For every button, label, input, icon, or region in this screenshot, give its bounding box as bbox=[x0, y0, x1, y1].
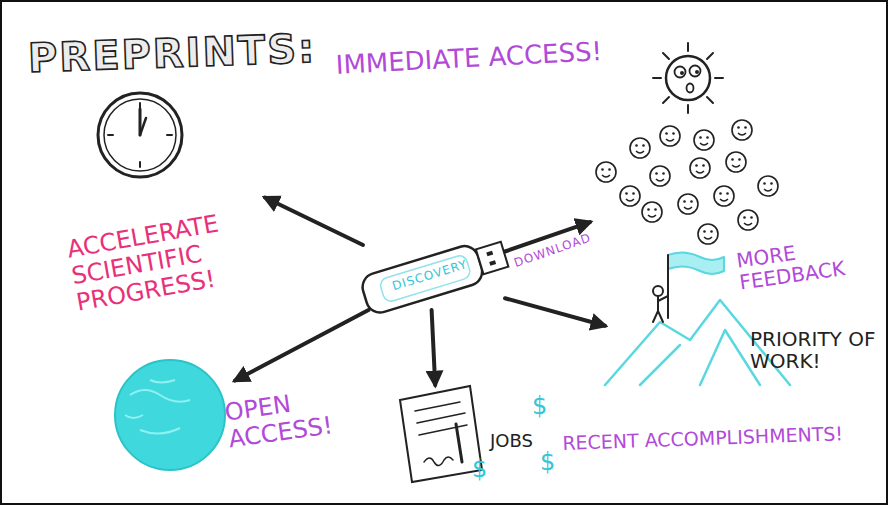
crowd-of-faces bbox=[596, 120, 778, 244]
sun-ray bbox=[653, 77, 661, 79]
figure-body bbox=[657, 296, 659, 311]
mountain-ridge bbox=[640, 345, 680, 385]
face bbox=[726, 152, 746, 172]
figure-leg bbox=[658, 311, 663, 322]
clock-hand bbox=[140, 118, 146, 135]
usb-plug bbox=[476, 242, 508, 274]
globe-node: OPEN ACCESS! bbox=[105, 360, 235, 470]
pen bbox=[456, 424, 462, 462]
sun-ray bbox=[663, 97, 669, 103]
signature bbox=[424, 457, 453, 466]
paper-line bbox=[415, 402, 460, 411]
clock-rim bbox=[98, 93, 182, 177]
clock-tick bbox=[167, 134, 172, 136]
arrow-connector bbox=[265, 198, 363, 246]
globe bbox=[115, 360, 225, 470]
face bbox=[758, 176, 778, 196]
dollar-sign: $ bbox=[472, 455, 487, 483]
benefit-text: MORE FEEDBACK bbox=[735, 233, 865, 295]
face bbox=[714, 186, 734, 206]
face bbox=[642, 202, 662, 222]
clock-tick bbox=[139, 162, 141, 167]
sun-ray bbox=[687, 43, 689, 51]
benefit-text: OPEN ACCESS! bbox=[223, 382, 359, 453]
benefit-text: ACCELERATE SCIENTIFIC PROGRESS! bbox=[65, 202, 276, 316]
face bbox=[630, 138, 650, 158]
usb-node: DISCOVERY bbox=[355, 245, 505, 310]
arrow-connector bbox=[505, 298, 605, 326]
face bbox=[620, 186, 640, 206]
sun-ray bbox=[707, 53, 713, 59]
contract-node: JOBS bbox=[390, 385, 485, 480]
figure-leg bbox=[653, 311, 658, 322]
sun-pupil bbox=[680, 71, 684, 75]
usb-pin bbox=[489, 260, 496, 266]
face bbox=[660, 126, 680, 146]
clock-face bbox=[104, 99, 176, 171]
arrow-connector bbox=[235, 310, 369, 381]
face bbox=[596, 162, 616, 182]
paper-sheet bbox=[400, 386, 482, 482]
sun-face bbox=[653, 43, 723, 113]
mountain-node: PRIORITY OF WORK! bbox=[605, 300, 745, 390]
flag bbox=[668, 252, 724, 274]
paper-line bbox=[419, 425, 467, 435]
sun-mouth bbox=[687, 84, 694, 93]
clock-drawing bbox=[98, 93, 182, 177]
contract-drawing bbox=[400, 386, 482, 482]
flag-pole bbox=[667, 255, 669, 318]
sun-ray bbox=[707, 97, 713, 103]
sun-pupil bbox=[695, 70, 699, 74]
figure-head bbox=[653, 286, 663, 296]
dollar-sign: $ bbox=[540, 448, 555, 476]
face bbox=[694, 130, 714, 150]
clock-tick bbox=[108, 134, 113, 136]
paper-line bbox=[417, 413, 465, 423]
subtitle: IMMEDIATE ACCESS! bbox=[335, 36, 603, 80]
sun-ray bbox=[663, 53, 669, 59]
sun-eye bbox=[675, 67, 686, 78]
note-text: RECENT ACCOMPLISHMENTS! bbox=[562, 422, 843, 454]
face bbox=[690, 158, 710, 178]
globe-texture bbox=[125, 380, 190, 434]
clock-tick bbox=[139, 103, 141, 108]
sun-head bbox=[666, 56, 710, 100]
crowd-node: MORE FEEDBACK bbox=[590, 125, 790, 250]
benefit-text: PRIORITY OF WORK! bbox=[750, 328, 880, 373]
clock-node: ACCELERATE SCIENTIFIC PROGRESS! bbox=[90, 85, 265, 225]
figure-arm bbox=[658, 296, 668, 301]
stick-figure bbox=[653, 255, 668, 322]
sun-eye bbox=[690, 66, 701, 77]
dollar-sign: $ bbox=[532, 392, 547, 420]
sun-ray bbox=[715, 77, 723, 79]
face bbox=[678, 194, 698, 214]
usb-label: DISCOVERY bbox=[356, 247, 503, 304]
benefit-text: JOBS bbox=[490, 431, 533, 451]
arrow-connector bbox=[432, 310, 436, 385]
sun-ray bbox=[687, 105, 689, 113]
diagram-title: PREPRINTS: bbox=[27, 25, 316, 81]
face bbox=[698, 224, 718, 244]
face bbox=[650, 166, 670, 186]
face bbox=[732, 120, 752, 140]
face bbox=[738, 210, 758, 230]
globe-drawing bbox=[115, 360, 225, 470]
usb-pin bbox=[486, 251, 493, 257]
